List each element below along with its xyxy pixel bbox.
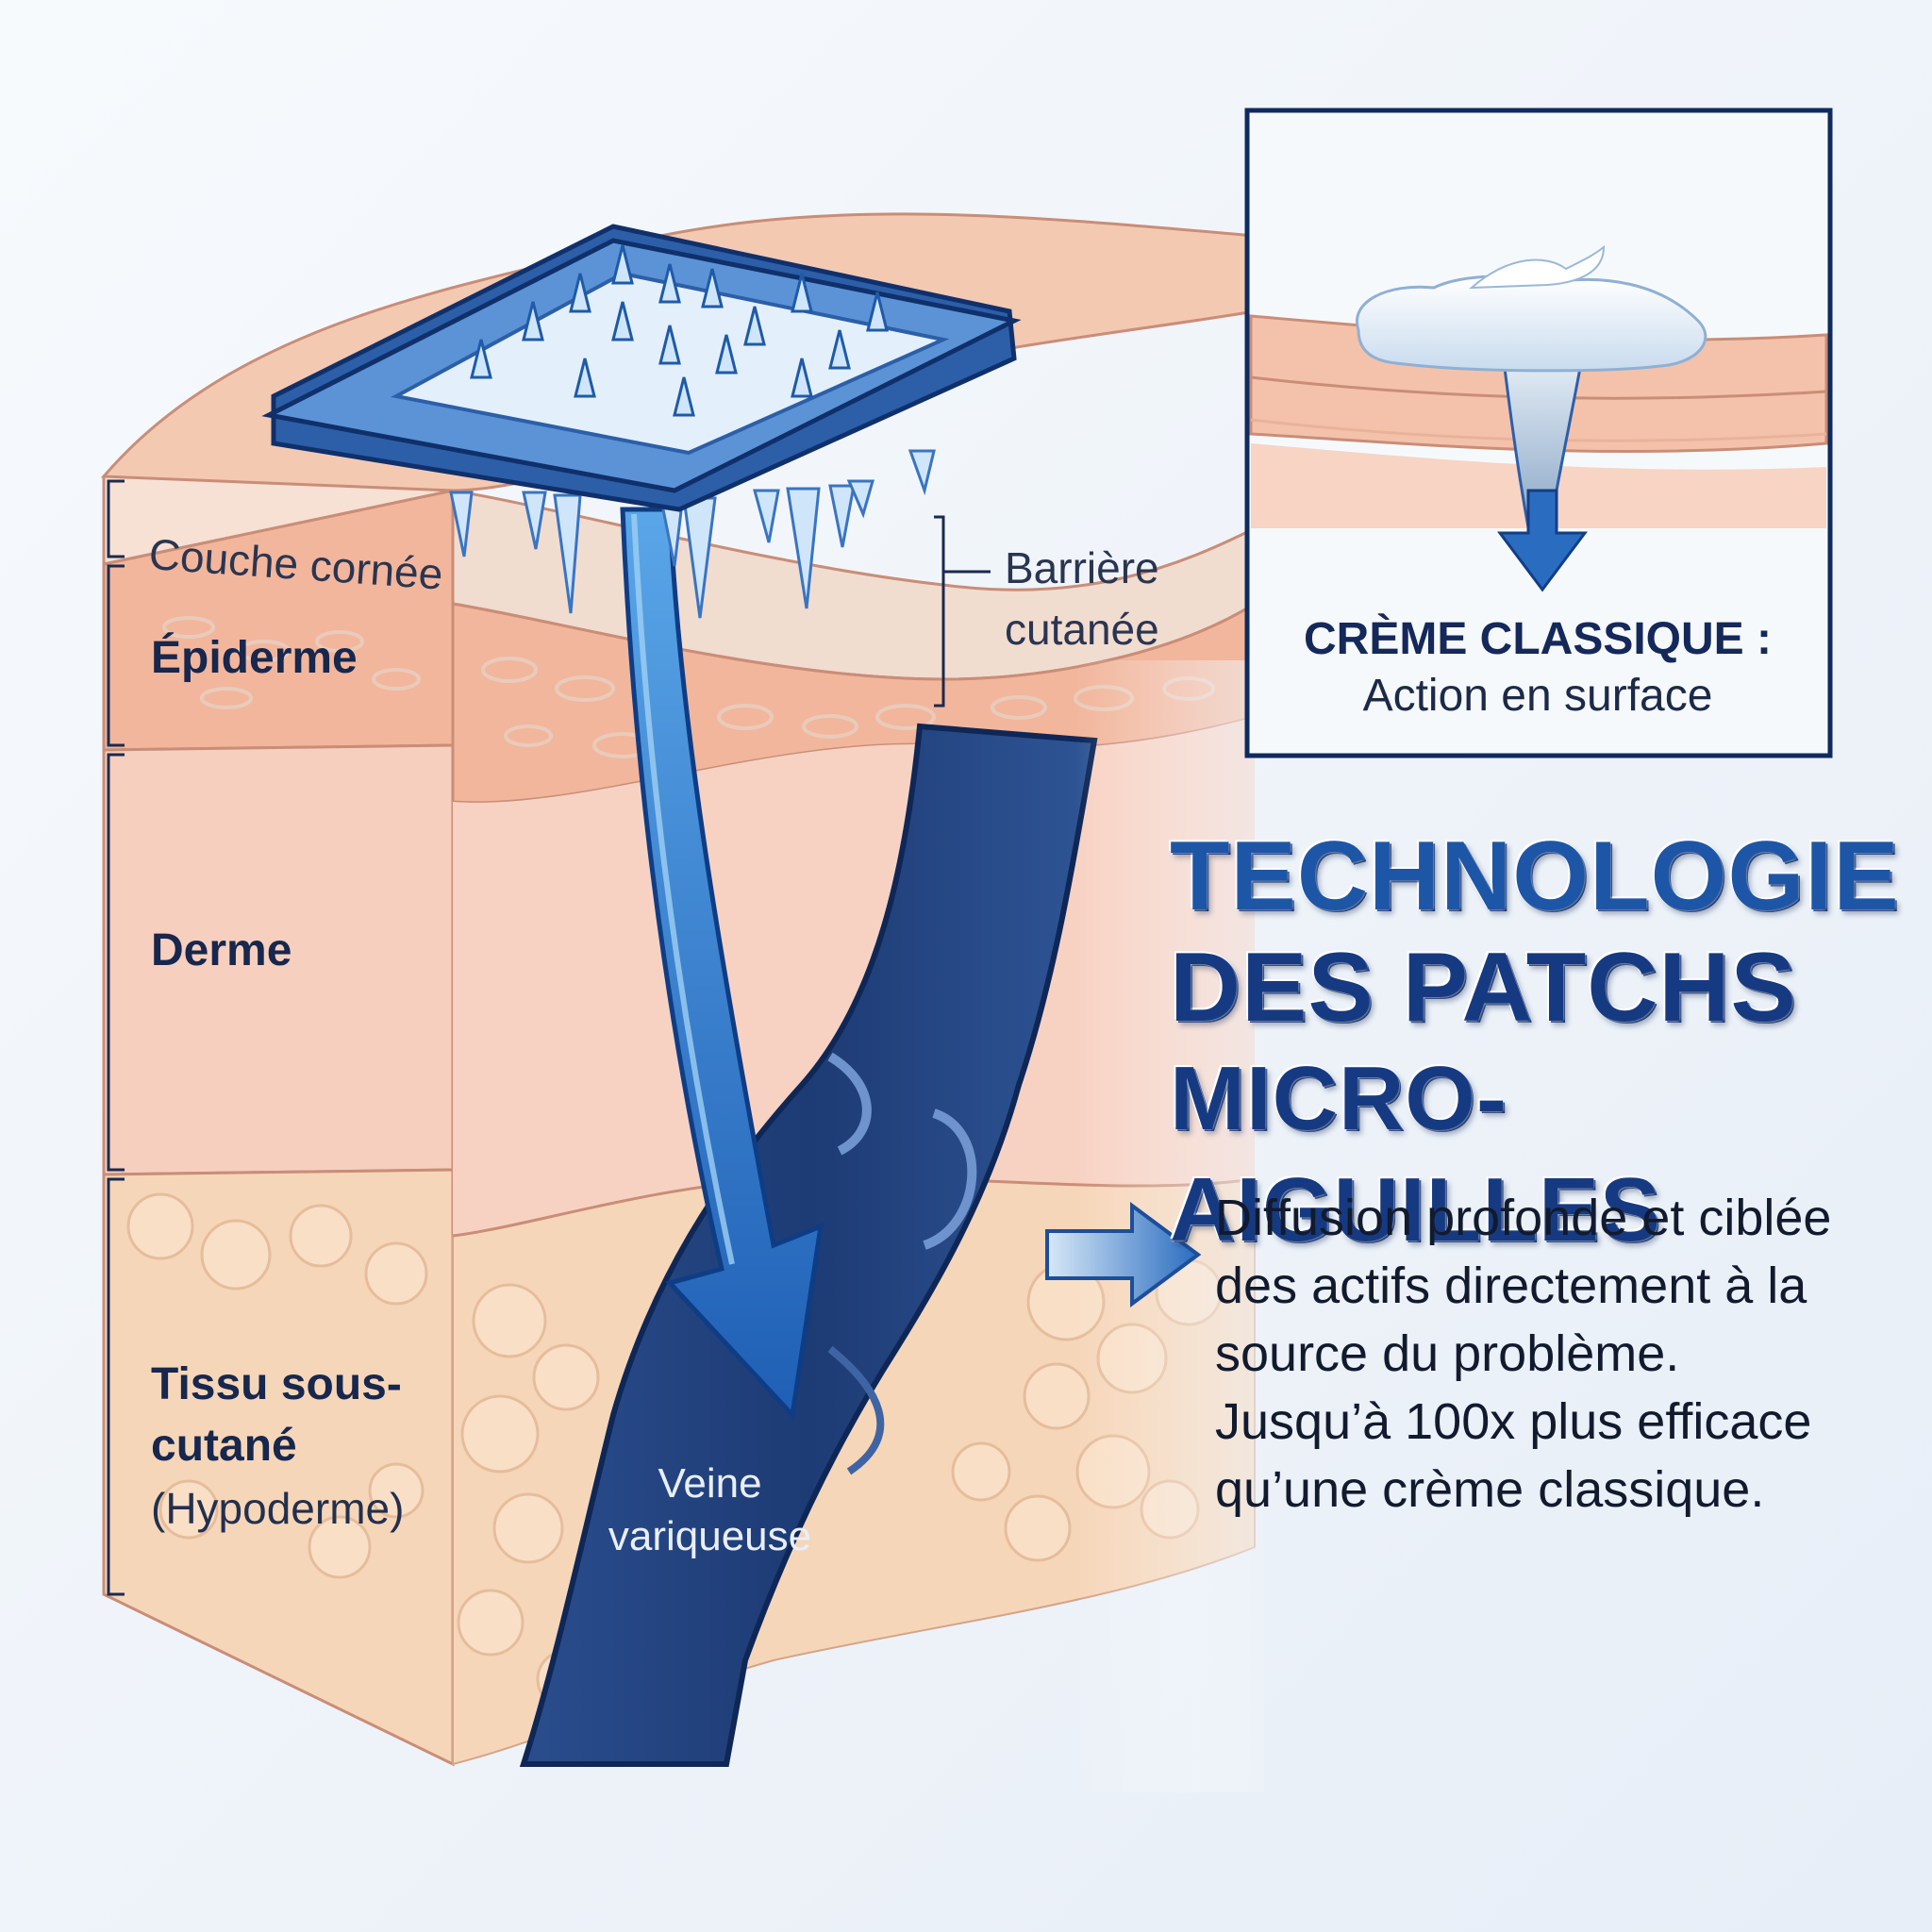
inset-subtitle: Action en surface xyxy=(1362,671,1713,721)
label-vein: Veine variqueuse xyxy=(594,1457,825,1563)
skin-block-side xyxy=(102,375,455,1767)
description-line1: Diffusion profonde et ciblée xyxy=(1215,1190,1832,1246)
description-line4: Jusqu’à 100x plus efficace xyxy=(1215,1393,1812,1450)
layer-brackets xyxy=(107,479,125,1596)
description-line5: qu’une crème classique. xyxy=(1215,1461,1765,1518)
label-vein-line2: variqueuse xyxy=(608,1513,812,1559)
label-tissu-line1: Tissu sous- xyxy=(151,1359,402,1409)
label-derme: Derme xyxy=(151,925,292,975)
side-arrow xyxy=(1045,1202,1202,1307)
inset-panel xyxy=(1244,108,1833,758)
label-epiderme: Épiderme xyxy=(151,633,358,683)
description-line2: des actifs directement à la xyxy=(1215,1257,1807,1314)
patch-spikes xyxy=(470,244,889,417)
headline-line1: TECHNOLOGIE xyxy=(1170,822,1900,931)
headline-line2: DES PATCHS xyxy=(1170,933,1797,1042)
description: Diffusion profonde et ciblée des actifs … xyxy=(1215,1184,1913,1524)
inset-title: CRÈME CLASSIQUE : xyxy=(1303,614,1773,664)
label-barriere-line1: Barrière xyxy=(1005,543,1159,592)
label-vein-line1: Veine xyxy=(658,1460,762,1507)
penetration-arrow xyxy=(620,507,824,1421)
label-tissu-line3: (Hypoderme) xyxy=(151,1484,405,1533)
label-tissu-line2: cutané xyxy=(151,1421,297,1471)
headline-line3: MICRO-AIGUILLES xyxy=(1170,1048,1662,1260)
description-line3: source du problème. xyxy=(1215,1325,1680,1382)
barrier-bracket xyxy=(934,515,991,708)
label-barriere-line2: cutanée xyxy=(1005,605,1159,654)
